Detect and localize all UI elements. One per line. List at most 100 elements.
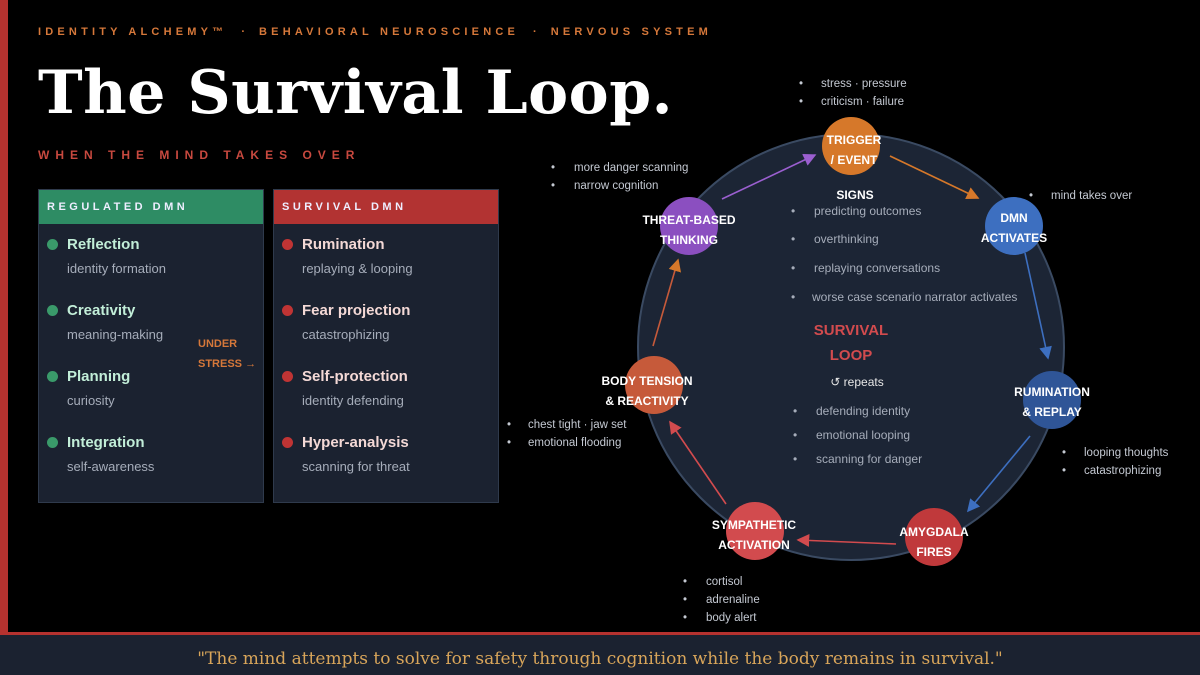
under-stress-line: UNDER: [198, 338, 238, 350]
node-label: BODY TENSION: [601, 374, 692, 388]
breadcrumb-item: IDENTITY ALCHEMY™: [38, 26, 228, 38]
bullet-icon: •: [507, 437, 511, 449]
survival-item-name: Self-protection: [302, 368, 408, 385]
node-label: THREAT-BASED: [642, 213, 735, 227]
survival-item-desc: catastrophizing: [302, 327, 390, 342]
regulated-item-desc: meaning-making: [67, 327, 164, 342]
regulated-item-name: Integration: [67, 434, 145, 451]
inner-sign-text: emotional looping: [816, 428, 910, 442]
node-label: ACTIVATION: [718, 538, 790, 552]
bullet-icon: •: [551, 162, 555, 174]
green-dot-icon: [47, 305, 58, 316]
loop-arrow: [796, 534, 897, 547]
node-label: FIRES: [916, 545, 951, 559]
node-rumination: [1023, 371, 1081, 429]
regulated-dmn-heading: REGULATED DMN: [39, 190, 263, 224]
bullet-icon: •: [551, 180, 555, 192]
breadcrumb-item: NERVOUS SYSTEM: [550, 26, 712, 38]
breadcrumb-item: BEHAVIORAL NEUROSCIENCE: [259, 26, 520, 38]
loop-arrow: [669, 420, 727, 505]
red-dot-icon: [282, 371, 293, 382]
node-label: ACTIVATES: [981, 231, 1047, 245]
node-label: THINKING: [660, 233, 718, 247]
bullet-icon: •: [683, 594, 687, 606]
bullet-icon: •: [791, 232, 795, 246]
bullet-icon: •: [1062, 447, 1066, 459]
loop-center-title: SURVIVAL: [814, 322, 888, 339]
survival-item-desc: identity defending: [302, 393, 404, 408]
regulated-item-desc: curiosity: [67, 393, 115, 408]
node-body: [625, 356, 683, 414]
signs-label: SIGNS: [836, 188, 873, 202]
bullet-icon: •: [791, 261, 795, 275]
survival-item-name: Rumination: [302, 236, 385, 253]
loop-arrow: [652, 258, 682, 347]
node-label: / EVENT: [831, 153, 878, 167]
node-label: AMYGDALA: [899, 525, 969, 539]
loop-arrow: [1024, 252, 1052, 360]
sympathetic-note: body alert: [706, 612, 757, 624]
loop-arrow: [721, 154, 817, 200]
trigger-note: stress · pressure: [821, 78, 907, 90]
sympathetic-note: adrenaline: [706, 594, 760, 606]
under-stress-label: UNDER STRESS →: [198, 334, 256, 374]
survival-dmn-heading: SURVIVAL DMN: [274, 190, 498, 224]
bullet-icon: •: [793, 404, 797, 418]
breadcrumb-separator: ·: [533, 26, 537, 38]
survival-item-name: Fear projection: [302, 302, 411, 319]
regulated-dmn-panel: REGULATED DMN Reflection identity format…: [38, 189, 264, 503]
bullet-icon: •: [791, 290, 795, 304]
green-dot-icon: [47, 371, 58, 382]
regulated-item-name: Planning: [67, 368, 131, 385]
loop-center-title: LOOP: [830, 347, 873, 364]
node-trigger: [822, 117, 880, 175]
loop-arrow: [889, 155, 980, 199]
node-label: TRIGGER: [827, 133, 882, 147]
body-note: chest tight · jaw set: [528, 419, 627, 431]
regulated-item-desc: self-awareness: [67, 459, 155, 474]
regulated-item-desc: identity formation: [67, 261, 166, 276]
breadcrumb: IDENTITY ALCHEMY™ · BEHAVIORAL NEUROSCIENC…: [38, 26, 712, 38]
page-title: The Survival Loop.: [38, 58, 674, 128]
loop-arrow: [966, 435, 1031, 513]
rumination-note: catastrophizing: [1084, 465, 1161, 477]
inner-sign-text: defending identity: [816, 404, 910, 418]
survival-item-name: Hyper-analysis: [302, 434, 409, 451]
left-accent-bar: [0, 0, 8, 675]
survival-item-desc: replaying & looping: [302, 261, 413, 276]
bullet-icon: •: [799, 78, 803, 90]
node-label: & REPLAY: [1022, 405, 1082, 419]
node-label: & REACTIVITY: [605, 394, 688, 408]
bullet-icon: •: [791, 204, 795, 218]
bullet-icon: •: [683, 612, 687, 624]
sympathetic-note: cortisol: [706, 576, 742, 588]
node-dmn: [985, 197, 1043, 255]
node-sympathetic: [726, 502, 784, 560]
node-label: RUMINATION: [1014, 385, 1090, 399]
under-stress-line: STRESS →: [198, 358, 257, 370]
breadcrumb-separator: ·: [241, 26, 246, 38]
quote-bar: "The mind attempts to solve for safety t…: [0, 632, 1200, 675]
node-label: SYMPATHETIC: [712, 518, 797, 532]
body-note: emotional flooding: [528, 437, 621, 449]
green-dot-icon: [47, 437, 58, 448]
node-threat: [660, 197, 718, 255]
sign-text: replaying conversations: [814, 261, 940, 275]
bullet-icon: •: [793, 452, 797, 466]
bullet-icon: •: [793, 428, 797, 442]
trigger-note: criticism · failure: [821, 96, 904, 108]
threat-note: narrow cognition: [574, 180, 658, 192]
bullet-icon: •: [1062, 465, 1066, 477]
survival-dmn-panel: SURVIVAL DMN Rumination replaying & loop…: [273, 189, 499, 503]
sign-text: predicting outcomes: [814, 204, 921, 218]
bullet-icon: •: [507, 419, 511, 431]
inner-sign-text: scanning for danger: [816, 452, 922, 466]
loop-repeats-label: ↺ repeats: [830, 375, 883, 389]
bullet-icon: •: [1029, 190, 1033, 202]
green-dot-icon: [47, 239, 58, 250]
bullet-icon: •: [683, 576, 687, 588]
regulated-item-name: Reflection: [67, 236, 140, 253]
red-dot-icon: [282, 437, 293, 448]
dmn-note: mind takes over: [1051, 190, 1132, 202]
